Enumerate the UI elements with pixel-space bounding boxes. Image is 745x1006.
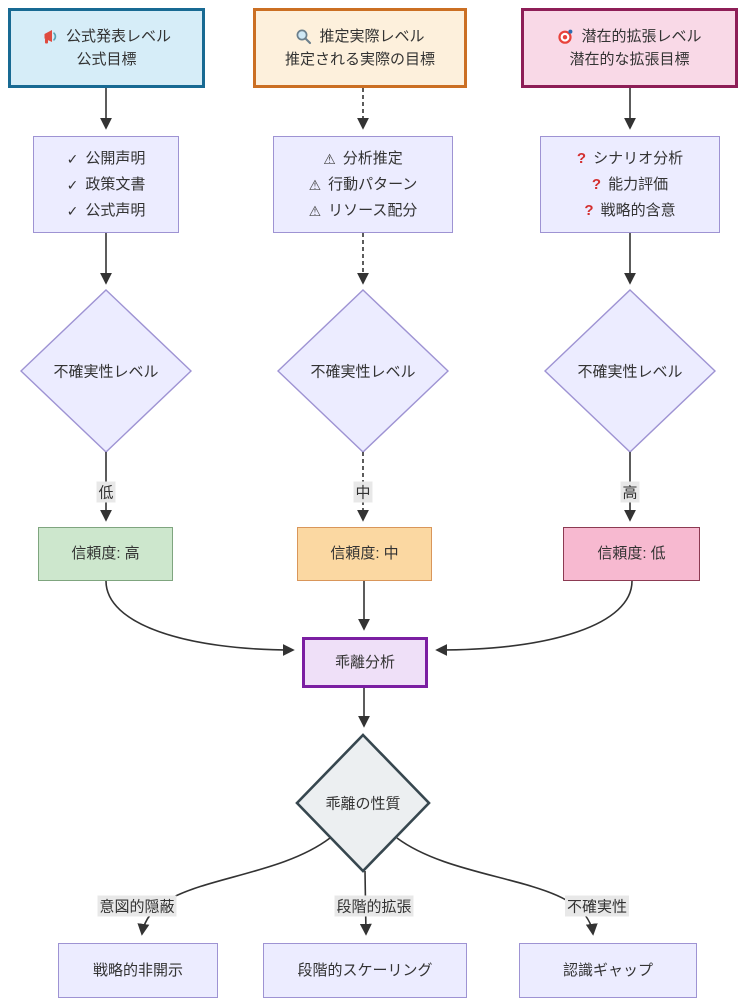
- question-icon: ?: [576, 149, 587, 167]
- evidence-text: リソース配分: [328, 201, 418, 219]
- estimated-level-title: 推定実際レベル: [319, 27, 425, 45]
- official-level-subtitle: 公式目標: [76, 51, 137, 68]
- edge-label-gradual: 段階的拡張: [334, 895, 414, 917]
- decision-potential-label: 不確実性レベル: [577, 363, 683, 381]
- node-strategic-nondisclosure: 戦略的非開示: [58, 943, 218, 998]
- node-official-level: 公式発表レベル 公式目標: [8, 8, 205, 88]
- check-icon: ✓: [66, 176, 79, 193]
- edge-label-high: 高: [620, 481, 640, 503]
- evidence-text: シナリオ分析: [593, 149, 684, 167]
- evidence-line: ✓ 公式声明: [67, 198, 146, 224]
- target-icon: [557, 28, 574, 45]
- node-official-evidence: ✓ 公開声明 ✓ 政策文書 ✓ 公式声明: [33, 136, 179, 233]
- official-level-title: 公式発表レベル: [65, 27, 171, 45]
- potential-level-subtitle: 潜在的な拡張目標: [569, 51, 690, 68]
- decision-estimated-label: 不確実性レベル: [310, 363, 416, 381]
- edge-divergence-to-concealment: [137, 837, 331, 936]
- megaphone-icon: [42, 28, 59, 45]
- estimated-level-subtitle: 推定される実際の目標: [284, 51, 435, 68]
- evidence-line: ⚠ 分析推定: [323, 146, 403, 172]
- node-confidence-high: 信頼度: 高: [38, 527, 173, 581]
- edge-divergence-to-uncertainty: [396, 837, 598, 936]
- edge-label-concealment: 意図的隠蔽: [97, 895, 177, 917]
- divergence-diamond: [295, 733, 431, 873]
- node-confidence-low: 信頼度: 低: [563, 527, 700, 581]
- evidence-text: 政策文書: [85, 175, 146, 193]
- evidence-text: 公式声明: [85, 201, 146, 219]
- evidence-line: ⚠ リソース配分: [309, 198, 418, 224]
- evidence-text: 分析推定: [342, 149, 403, 167]
- check-icon: ✓: [66, 202, 79, 219]
- warning-icon: ⚠: [308, 176, 322, 193]
- evidence-line: ✓ 政策文書: [67, 172, 146, 198]
- evidence-text: 能力評価: [608, 175, 669, 193]
- decision-official-label: 不確実性レベル: [53, 363, 159, 381]
- node-divergence-analysis: 乖離分析: [302, 637, 428, 688]
- node-estimated-evidence: ⚠ 分析推定 ⚠ 行動パターン ⚠ リソース配分: [273, 136, 453, 233]
- evidence-line: ✓ 公開声明: [67, 146, 146, 172]
- check-icon: ✓: [66, 150, 79, 167]
- warning-icon: ⚠: [323, 150, 336, 167]
- potential-level-title: 潜在的拡張レベル: [581, 27, 702, 45]
- node-gradual-scaling: 段階的スケーリング: [263, 943, 467, 998]
- evidence-line: ? 戦略的含意: [584, 198, 675, 224]
- node-potential-level: 潜在的拡張レベル 潜在的な拡張目標: [521, 8, 738, 88]
- evidence-text: 公開声明: [85, 149, 146, 167]
- evidence-line: ? シナリオ分析: [577, 146, 683, 172]
- question-icon: ?: [591, 175, 602, 193]
- evidence-text: 戦略的含意: [600, 201, 676, 219]
- edge-label-mid: 中: [353, 481, 373, 503]
- edge-confidence-high-to-analysis: [105, 580, 295, 656]
- edge-confidence-low-to-analysis: [435, 580, 633, 656]
- evidence-line: ⚠ 行動パターン: [309, 172, 418, 198]
- question-icon: ?: [584, 201, 594, 219]
- evidence-text: 行動パターン: [328, 175, 418, 193]
- node-estimated-level: 推定実際レベル 推定される実際の目標: [253, 8, 467, 88]
- warning-icon: ⚠: [308, 202, 322, 219]
- magnifier-icon: [295, 28, 312, 45]
- edge-label-low: 低: [96, 481, 116, 503]
- evidence-line: ? 能力評価: [592, 172, 668, 198]
- node-confidence-mid: 信頼度: 中: [297, 527, 432, 581]
- node-recognition-gap: 認識ギャップ: [519, 943, 697, 998]
- divergence-diamond-label: 乖離の性質: [325, 795, 401, 813]
- node-potential-evidence: ? シナリオ分析 ? 能力評価 ? 戦略的含意: [540, 136, 720, 233]
- edge-label-uncertainty: 不確実性: [564, 895, 630, 917]
